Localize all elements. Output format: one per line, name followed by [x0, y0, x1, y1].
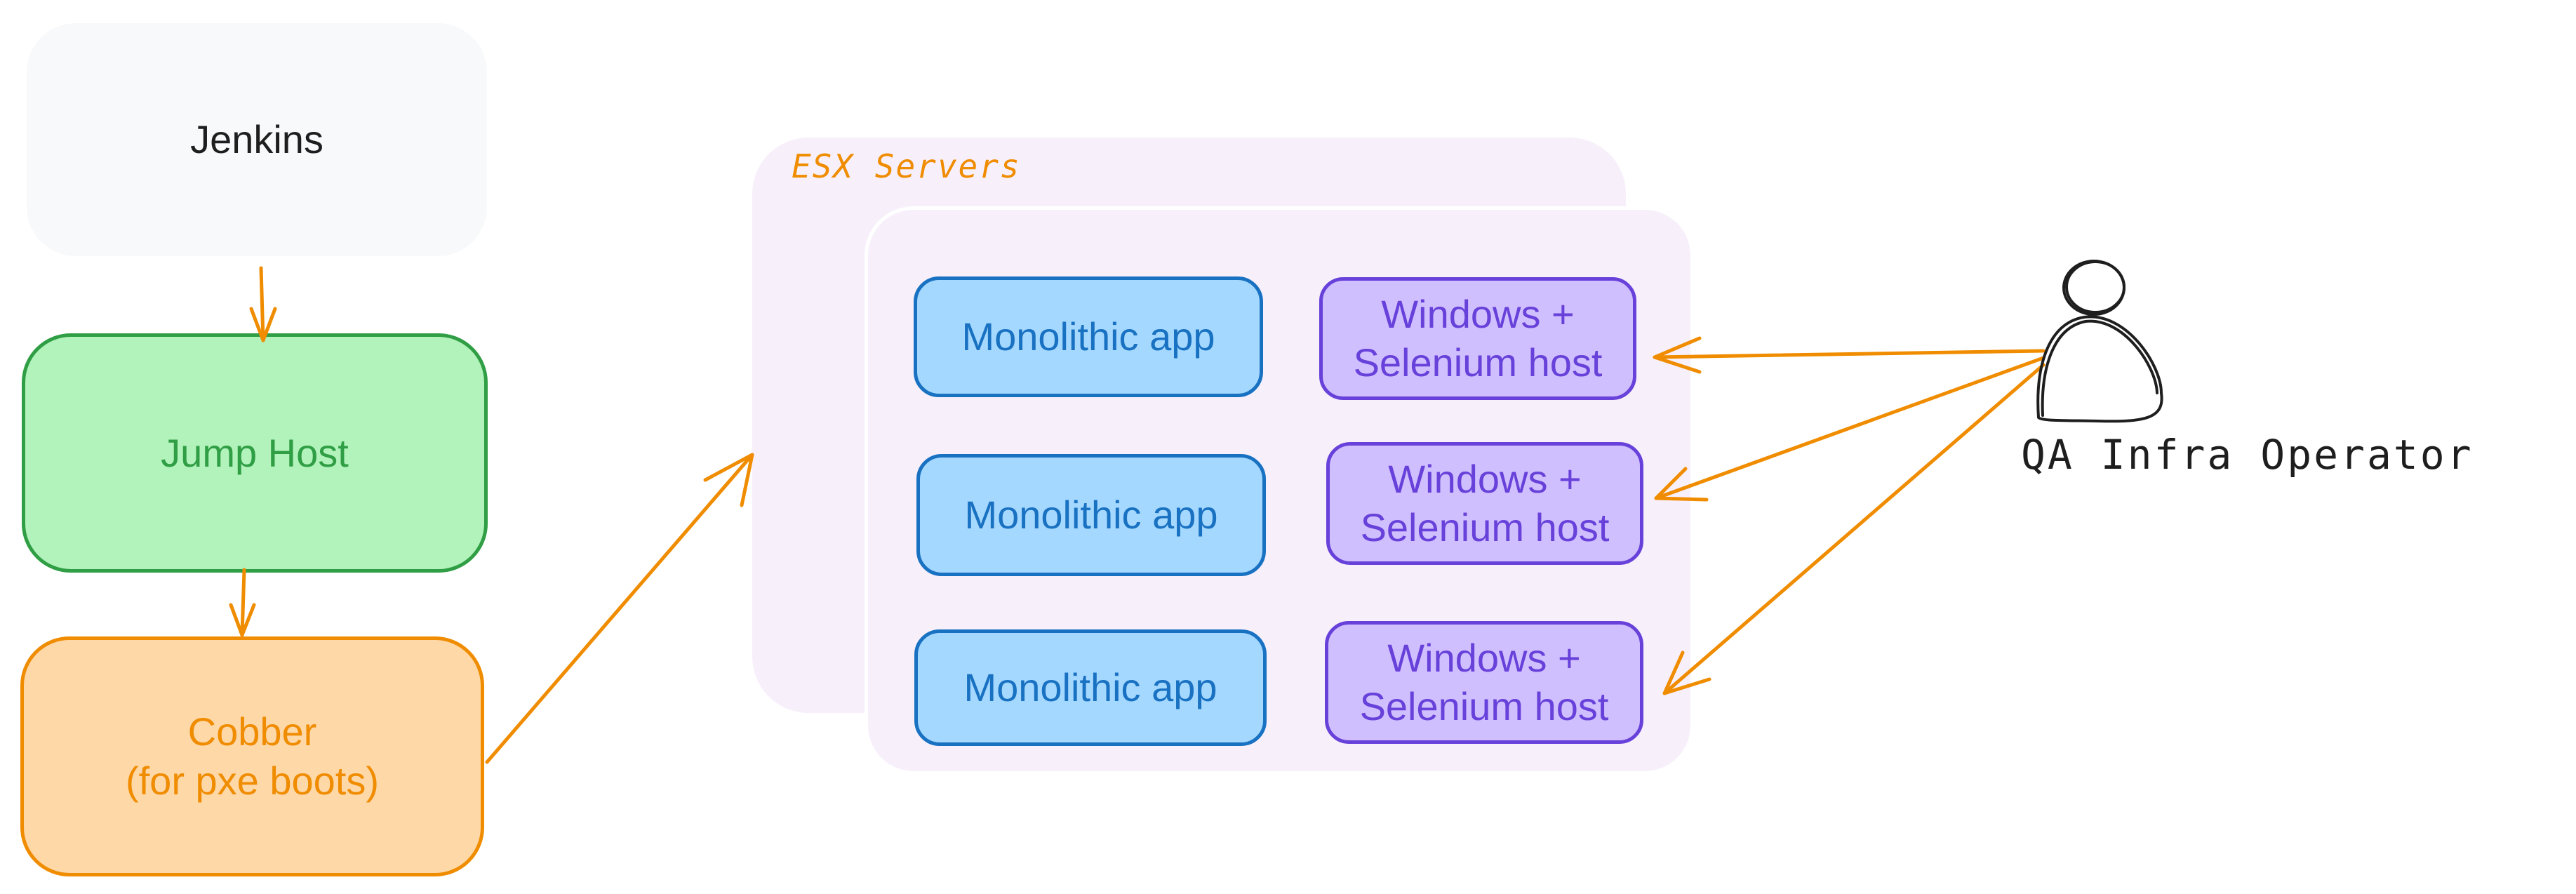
selenium-host-label-3: Windows + Selenium host — [1359, 636, 1609, 728]
arrow-operator-to-selenium-host-3[interactable] — [1662, 363, 2046, 695]
selenium-host-node-3[interactable]: Windows + Selenium host — [1325, 621, 1643, 744]
selenium-host-label-2: Windows + Selenium host — [1360, 457, 1610, 549]
monolithic-app-label-2: Monolithic app — [964, 493, 1218, 537]
person-icon[interactable] — [2036, 260, 2163, 423]
monolithic-app-node-2[interactable]: Monolithic app — [916, 454, 1266, 576]
jenkins-node[interactable]: Jenkins — [27, 23, 487, 256]
selenium-host-node-1[interactable]: Windows + Selenium host — [1319, 277, 1636, 400]
jenkins-label: Jenkins — [190, 117, 323, 161]
cobber-label: Cobber (for pxe boots) — [125, 709, 380, 803]
selenium-host-node-2[interactable]: Windows + Selenium host — [1326, 442, 1643, 565]
arrow-operator-to-selenium-host-2[interactable] — [1654, 356, 2046, 502]
esx-servers-label: ESX Servers — [792, 147, 1021, 185]
selenium-host-label-1: Windows + Selenium host — [1353, 292, 1603, 385]
arrow-jump-host-to-cobber[interactable] — [229, 568, 256, 637]
monolithic-app-node-1[interactable]: Monolithic app — [914, 276, 1263, 397]
arrow-operator-to-selenium-host-1[interactable] — [1653, 336, 2046, 374]
jump-host-label: Jump Host — [161, 430, 349, 475]
monolithic-app-label-1: Monolithic app — [961, 314, 1215, 359]
arrow-cobber-to-esx[interactable] — [485, 453, 754, 764]
operator-label: QA Infra Operator — [2021, 431, 2474, 479]
jump-host-node[interactable]: Jump Host — [22, 333, 488, 573]
monolithic-app-node-3[interactable]: Monolithic app — [914, 629, 1267, 746]
cobber-node[interactable]: Cobber (for pxe boots) — [20, 636, 484, 876]
arrow-jenkins-to-jump-host[interactable] — [249, 266, 277, 342]
monolithic-app-label-3: Monolithic app — [963, 665, 1217, 709]
